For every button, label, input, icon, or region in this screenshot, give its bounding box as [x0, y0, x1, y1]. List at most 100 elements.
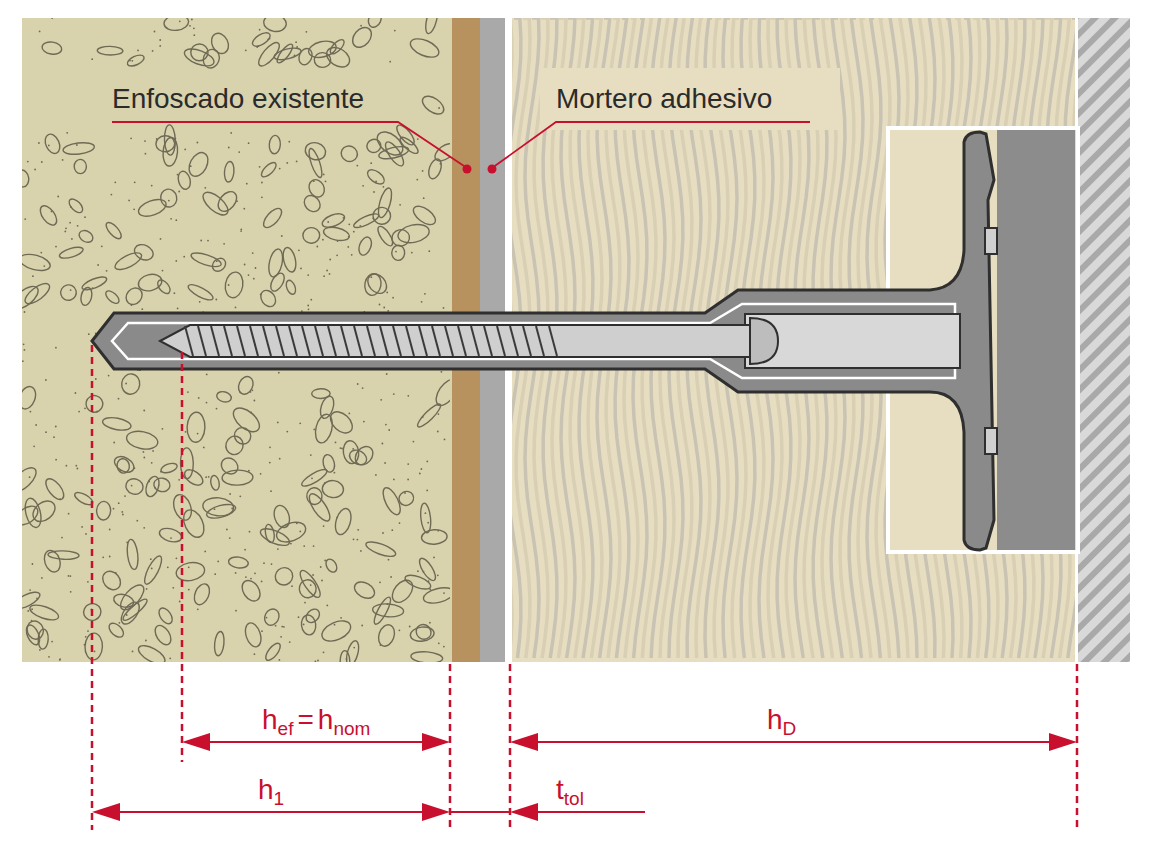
grain [372, 217, 374, 219]
pebble [58, 245, 84, 260]
pebble [191, 582, 212, 607]
grain [357, 383, 359, 385]
grain [43, 265, 45, 267]
pebble [397, 489, 417, 508]
thread-line [328, 326, 336, 356]
grain [394, 30, 396, 32]
pebble [156, 606, 175, 626]
pebble [398, 135, 421, 156]
grain [32, 275, 34, 277]
grain [143, 410, 145, 412]
grain [384, 462, 386, 464]
grain [437, 431, 439, 433]
grain [59, 498, 61, 500]
pebble [222, 470, 253, 486]
thread-line [536, 326, 544, 356]
grain [131, 60, 133, 62]
grain [255, 267, 257, 269]
grain [433, 557, 435, 559]
thread-line [315, 326, 323, 356]
grain [170, 218, 172, 220]
pebble [216, 390, 233, 403]
pebble [390, 228, 410, 247]
grain [246, 183, 248, 185]
grain [392, 297, 394, 299]
grain [260, 473, 262, 475]
grain [312, 574, 314, 576]
grain [71, 238, 73, 240]
grain [115, 572, 117, 574]
anchor-sleeve [92, 132, 994, 550]
pebble [432, 140, 450, 164]
grain [279, 168, 281, 170]
grain [379, 304, 381, 306]
grain [51, 18, 53, 19]
pebble [391, 245, 405, 261]
grain [150, 558, 152, 560]
grain [407, 463, 409, 465]
grain [340, 447, 342, 449]
grain [310, 299, 312, 301]
grain [353, 647, 355, 649]
grain [207, 240, 209, 242]
pebble [201, 47, 222, 70]
grain [322, 239, 324, 241]
grain [250, 391, 252, 393]
pebble [303, 140, 328, 162]
grain [438, 642, 440, 644]
grain [154, 487, 156, 489]
grain [45, 431, 47, 433]
pebble [313, 413, 335, 445]
grain [124, 495, 126, 497]
grain [95, 378, 97, 380]
grain [122, 514, 124, 516]
dimension-label: hD [767, 704, 796, 736]
pebble [321, 480, 344, 499]
grain [416, 179, 418, 181]
thread-line [237, 326, 245, 356]
grain [214, 573, 216, 575]
dimension-label: hef=hnom [262, 704, 370, 736]
grain [68, 513, 70, 515]
pebble [107, 621, 127, 640]
pebble [262, 606, 282, 627]
dimension-symbol: = [297, 704, 313, 736]
grain [335, 442, 337, 444]
grain [387, 310, 389, 312]
screw-shaft [160, 325, 752, 357]
pebble [372, 603, 404, 618]
pebble [205, 502, 237, 521]
thread-line [458, 326, 466, 356]
pebble [388, 576, 416, 606]
grain [228, 147, 230, 149]
grain [353, 538, 355, 540]
grain [288, 141, 290, 143]
plate-knob [985, 228, 997, 254]
grain [145, 640, 147, 642]
grain [59, 658, 61, 660]
pebble [97, 46, 123, 55]
grain [256, 46, 258, 48]
grain [92, 287, 94, 289]
grain [261, 581, 263, 583]
grain [252, 389, 254, 391]
grain [170, 537, 172, 539]
grain [399, 204, 401, 206]
grain [279, 458, 281, 460]
grain [359, 225, 361, 227]
grain [395, 251, 397, 253]
grain [215, 299, 217, 301]
grain [97, 264, 99, 266]
grain [299, 531, 301, 533]
grain [277, 422, 279, 424]
grain [66, 132, 68, 134]
pebble [28, 602, 60, 623]
grain [175, 219, 177, 221]
grain [59, 659, 61, 661]
grain [388, 559, 390, 561]
pebble [419, 503, 432, 534]
grain [290, 543, 292, 545]
pebble [175, 560, 206, 582]
pebble [159, 188, 179, 209]
